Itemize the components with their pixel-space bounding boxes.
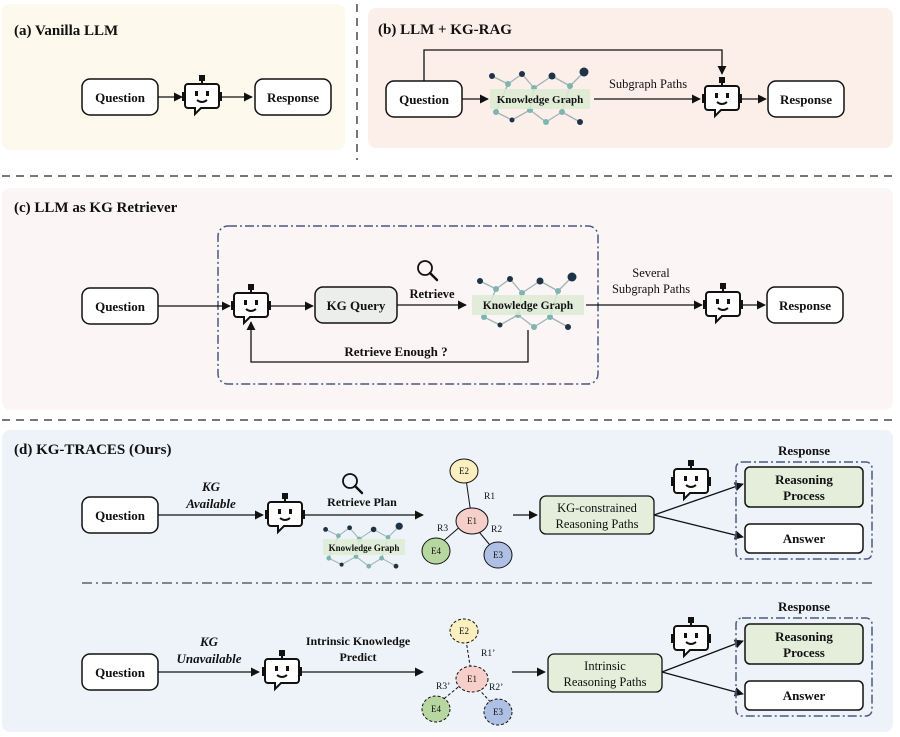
c-several-label: Several bbox=[632, 266, 670, 280]
d-bottom-e4: E4 bbox=[431, 704, 441, 714]
d-bottom-reasoning-line1: Reasoning bbox=[775, 629, 833, 644]
d-bottom-reasoning-box bbox=[744, 623, 864, 665]
d-top-reasoning-box bbox=[744, 466, 864, 508]
d-bottom-response-frame bbox=[735, 617, 873, 717]
d-top-entity-graph: E2 E1 E4 E3 R1 R2 R3 bbox=[421, 458, 513, 569]
d-bottom-paths-line1: Intrinsic bbox=[584, 659, 626, 673]
d-bottom-response-label: Response bbox=[778, 599, 830, 614]
d-top-response-label: Response bbox=[778, 443, 830, 458]
panel-d bbox=[2, 430, 893, 732]
d-top-e3: E3 bbox=[493, 550, 503, 560]
d-top-r1: R1 bbox=[484, 492, 495, 502]
d-bottom-paths-line2: Reasoning Paths bbox=[564, 675, 647, 689]
panel-c-title: (c) LLM as KG Retriever bbox=[14, 200, 178, 216]
c-response-label: Response bbox=[779, 298, 831, 313]
c-kg-label: Knowledge Graph bbox=[483, 300, 574, 312]
d-bottom-reasoning-line2: Process bbox=[783, 645, 825, 660]
d-bottom-predict-line2: Predict bbox=[339, 650, 376, 664]
panel-d-title: (d) KG-TRACES (Ours) bbox=[14, 442, 172, 458]
d-bottom-kg-label: KG bbox=[199, 634, 219, 649]
d-bottom-e3: E3 bbox=[493, 707, 503, 717]
c-response-box bbox=[766, 286, 844, 324]
panel-a-title: (a) Vanilla LLM bbox=[14, 23, 118, 39]
d-top-reasoning-line1: Reasoning bbox=[775, 472, 833, 487]
d-top-question-label: Question bbox=[95, 508, 146, 523]
b-kg-label: Knowledge Graph bbox=[497, 94, 583, 106]
a-response-box bbox=[254, 78, 332, 116]
panel-b-title: (b) LLM + KG-RAG bbox=[378, 22, 512, 38]
a-question-label: Question bbox=[95, 90, 146, 105]
b-subgraph-paths-label: Subgraph Paths bbox=[609, 77, 687, 91]
d-top-e4: E4 bbox=[431, 546, 441, 556]
d-bottom-paths-box bbox=[547, 653, 663, 693]
d-top-answer-label: Answer bbox=[783, 531, 826, 546]
d-bottom-entity-graph: E2 E1 E4 E3 R1’ R2’ R3’ bbox=[421, 618, 513, 726]
d-top-response-frame bbox=[735, 461, 873, 560]
d-bottom-r2: R2’ bbox=[489, 683, 503, 693]
d-top-paths-line1: KG-constrained bbox=[557, 501, 638, 515]
d-top-available-label: Available bbox=[185, 496, 236, 511]
d-top-reasoning-line2: Process bbox=[783, 488, 825, 503]
d-top-e2: E2 bbox=[459, 466, 469, 476]
b-response-box bbox=[767, 80, 845, 118]
c-question-label: Question bbox=[95, 299, 146, 314]
c-retrieve-label: Retrieve bbox=[409, 287, 455, 301]
c-kg-query-label: KG Query bbox=[327, 298, 386, 313]
d-bottom-question-label: Question bbox=[95, 665, 146, 680]
d-top-kg-label-small: Knowledge Graph bbox=[329, 543, 400, 553]
d-bottom-e1: E1 bbox=[467, 674, 477, 684]
a-response-label: Response bbox=[267, 90, 319, 105]
d-top-r2: R2 bbox=[491, 525, 502, 535]
c-subgraph-paths-label: Subgraph Paths bbox=[612, 282, 690, 296]
d-top-r3: R3 bbox=[437, 524, 448, 534]
b-question-label: Question bbox=[399, 92, 450, 107]
b-response-label: Response bbox=[780, 92, 832, 107]
d-bottom-unavailable-label: Unavailable bbox=[177, 651, 242, 666]
panel-c bbox=[2, 188, 893, 410]
d-bottom-e2: E2 bbox=[459, 626, 469, 636]
d-top-e1: E1 bbox=[467, 516, 477, 526]
d-bottom-predict-line1: Intrinsic Knowledge bbox=[306, 634, 411, 648]
d-bottom-answer-label: Answer bbox=[783, 688, 826, 703]
d-top-retrieve-plan-label: Retrieve Plan bbox=[327, 495, 397, 509]
d-bottom-answer-box bbox=[744, 680, 864, 711]
d-top-paths-line2: Reasoning Paths bbox=[556, 517, 639, 531]
d-top-kg-label: KG bbox=[201, 479, 221, 494]
d-top-answer-box bbox=[744, 523, 864, 554]
c-retrieve-enough-label: Retrieve Enough ? bbox=[344, 344, 447, 359]
d-bottom-r1: R1’ bbox=[481, 649, 495, 659]
d-bottom-r3: R3’ bbox=[436, 682, 450, 692]
